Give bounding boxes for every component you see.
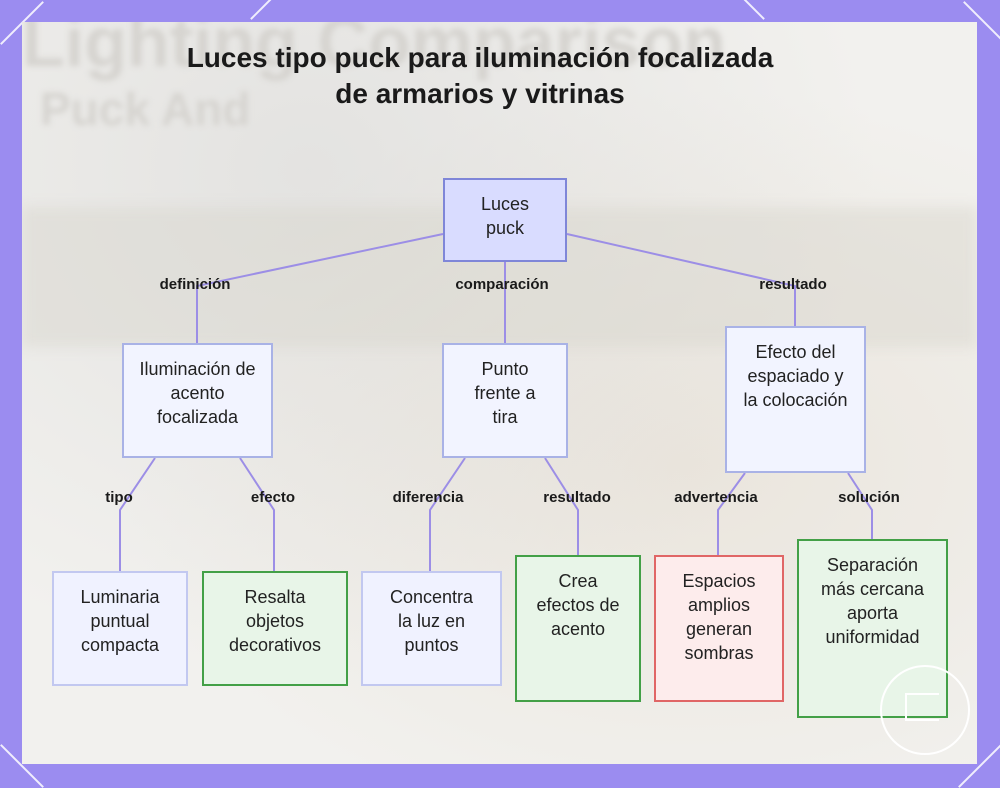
node-label: Luces puck [470,192,540,240]
edge-label-tipo: tipo [105,489,133,506]
node-label: Luminaria puntual compacta [70,585,170,657]
node-label: Resalta objetos decorativos [220,585,330,657]
edge-compare-effects [545,458,578,555]
edge-label-definicion: definición [160,276,231,293]
edge-accent-compact [120,458,155,571]
node-resalta-objetos[interactable]: Resalta objetos decorativos [202,571,348,686]
node-label: Punto frente a tira [465,357,545,429]
node-espacios-sombras[interactable]: Espacios amplios generan sombras [654,555,784,702]
node-punto-frente-tira[interactable]: Punto frente a tira [442,343,568,458]
edge-label-advertencia: advertencia [674,489,757,506]
node-label: Crea efectos de acento [528,569,628,641]
node-label: Efecto del espaciado y la colocación [741,340,851,412]
edge-label-resultado: resultado [759,276,827,293]
node-label: Separación más cercana aporta uniformida… [815,553,930,649]
node-concentra-luz[interactable]: Concentra la luz en puntos [361,571,502,686]
edge-spacing-uniform [848,473,872,539]
node-efecto-espaciado[interactable]: Efecto del espaciado y la colocación [725,326,866,473]
edge-spacing-shadows [718,473,745,555]
edge-label-comparacion: comparación [455,276,548,293]
node-label: Iluminación de acento focalizada [138,357,258,429]
node-label: Espacios amplios generan sombras [674,569,764,665]
watermark-icon [905,693,939,721]
edge-label-solucion: solución [838,489,900,506]
node-iluminacion-acento[interactable]: Iluminación de acento focalizada [122,343,273,458]
edge-label-diferencia: diferencia [393,489,464,506]
edge-accent-highlight [240,458,274,571]
node-label: Concentra la luz en puntos [382,585,482,657]
edge-label-efecto: efecto [251,489,295,506]
node-crea-efectos[interactable]: Crea efectos de acento [515,555,641,702]
edge-root-accent [197,234,443,343]
node-luminaria-compacta[interactable]: Luminaria puntual compacta [52,571,188,686]
edge-label-resultado: resultado [543,489,611,506]
edge-compare-concentrate [430,458,465,571]
node-luces-puck[interactable]: Luces puck [443,178,567,262]
